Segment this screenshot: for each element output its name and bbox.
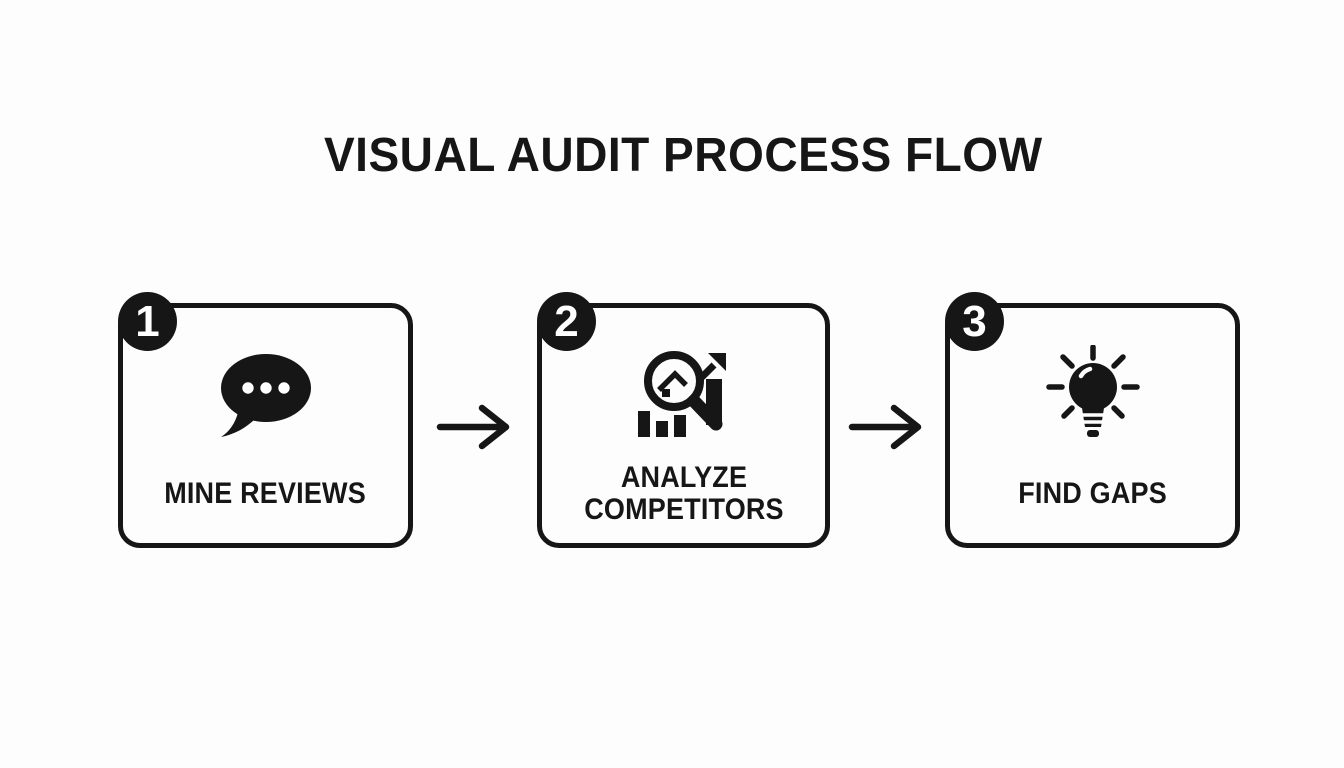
page-title-text: VISUAL AUDIT PROCESS FLOW <box>323 128 1043 182</box>
step-3-number-badge: 3 <box>945 292 1004 351</box>
flow-arrow-icon <box>436 397 516 457</box>
step-1-label: MINE REVIEWS <box>164 477 367 511</box>
step-3-number: 3 <box>962 296 987 346</box>
step-1-number: 1 <box>135 296 160 346</box>
step-2-number: 2 <box>554 296 579 346</box>
step-card-3: 3 FIND GAPS <box>945 292 1240 548</box>
step-3-label: FIND GAPS <box>1018 477 1167 511</box>
step-1-number-badge: 1 <box>118 292 177 351</box>
lightbulb-icon <box>950 342 1235 448</box>
step-2-number-badge: 2 <box>537 292 596 351</box>
step-3-label-wrap: FIND GAPS <box>950 454 1235 534</box>
flow-arrow-icon <box>848 397 928 457</box>
speech-bubble-icon <box>123 342 408 448</box>
step-card-1: 1 MINE REVIEWS <box>118 292 413 548</box>
step-2-label-wrap: ANALYZE COMPETITORS <box>542 454 825 534</box>
magnifier-chart-icon <box>542 342 825 448</box>
step-2-label: ANALYZE COMPETITORS <box>583 461 784 526</box>
step-1-label-wrap: MINE REVIEWS <box>123 454 408 534</box>
page-title: VISUAL AUDIT PROCESS FLOW <box>0 118 1344 192</box>
step-card-2: 2 ANALYZE COMPETITORS <box>537 292 830 548</box>
